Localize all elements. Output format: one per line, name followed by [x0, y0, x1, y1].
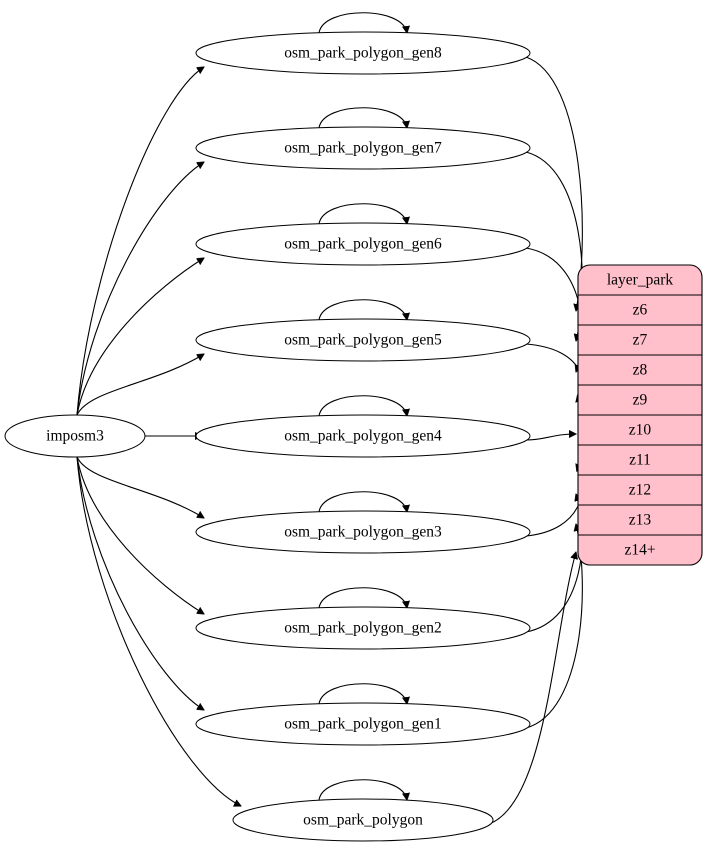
layer-park-row-z9[interactable]: z9 [633, 392, 648, 409]
layer-park-row-z12[interactable]: z12 [629, 482, 651, 499]
layer-park-row-z13[interactable]: z13 [629, 512, 652, 529]
edge-osm_park_polygon_gen2-to-z12 [525, 494, 583, 633]
node-osm_park_polygon-shape[interactable] [232, 798, 494, 842]
edge-osm_park_polygon_gen1-to-z13 [525, 524, 583, 729]
node-osm_park_polygon_gen1[interactable]: osm_park_polygon_gen1 [195, 702, 531, 746]
layer-park-table: layer_park z6 z7 z8 z9 z10 z11 z12 z13 z14+ [577, 264, 703, 566]
self-loop-osm_park_polygon [318, 779, 407, 800]
node-osm_park_polygon_gen2-shape[interactable] [195, 606, 531, 650]
edge-imposm3-to-osm_park_polygon_gen6 [76, 258, 204, 416]
node-osm_park_polygon_gen5-label: osm_park_polygon_gen5 [284, 332, 442, 349]
self-loop-osm_park_polygon_gen4 [318, 395, 407, 416]
node-osm_park_polygon_gen6-label: osm_park_polygon_gen6 [284, 236, 442, 253]
edge-osm_park_polygon_gen4-to-z10 [525, 434, 576, 441]
self-loop-osm_park_polygon_gen5 [318, 299, 407, 320]
node-osm_park_polygon_gen1-shape[interactable] [195, 702, 531, 746]
node-osm_park_polygon_gen8-shape[interactable] [195, 31, 531, 75]
layer-park-row-label-z6: z6 [633, 302, 648, 319]
layer-park-row-label-z11: z11 [629, 452, 651, 469]
node-osm_park_polygon-label: osm_park_polygon [303, 812, 423, 829]
node-osm_park_polygon_gen6[interactable]: osm_park_polygon_gen6 [195, 222, 531, 266]
layer-park-row-label-z13: z13 [629, 512, 652, 529]
layer-park-row-z7[interactable]: z7 [633, 332, 648, 349]
node-osm_park_polygon_gen7-shape[interactable] [195, 126, 531, 170]
node-osm_park_polygon_gen3-label: osm_park_polygon_gen3 [284, 524, 442, 541]
self-loop-osm_park_polygon_gen8 [318, 12, 407, 33]
node-imposm3-shape[interactable] [4, 414, 146, 458]
self-loop-osm_park_polygon_gen3 [318, 491, 407, 512]
edge-imposm3-to-osm_park_polygon [76, 456, 241, 806]
edge-imposm3-to-osm_park_polygon_gen8 [76, 67, 204, 416]
node-osm_park_polygon_gen7[interactable]: osm_park_polygon_gen7 [195, 126, 531, 170]
node-osm_park_polygon_gen4-shape[interactable] [195, 414, 531, 458]
node-osm_park_polygon_gen7-label: osm_park_polygon_gen7 [284, 140, 442, 157]
node-osm_park_polygon[interactable]: osm_park_polygon [232, 798, 494, 842]
layer-park-row-z14+[interactable]: z14+ [624, 542, 655, 559]
node-osm_park_polygon_gen5-shape[interactable] [195, 318, 531, 362]
layer-park-row-label-z8: z8 [633, 362, 648, 379]
edge-osm_park_polygon_gen6-to-z8 [525, 247, 583, 372]
node-osm_park_polygon_gen2-label: osm_park_polygon_gen2 [284, 620, 442, 637]
edge-osm_park_polygon-to-z14+ [488, 552, 576, 825]
edge-osm_park_polygon_gen3-to-z11 [525, 464, 582, 537]
node-osm_park_polygon_gen4[interactable]: osm_park_polygon_gen4 [195, 414, 531, 458]
node-osm_park_polygon_gen1-label: osm_park_polygon_gen1 [284, 716, 442, 733]
layer-park-row-label-z9: z9 [633, 392, 648, 409]
edge-imposm3-to-osm_park_polygon_gen2 [76, 456, 204, 614]
layer-park-row-label-z7: z7 [633, 332, 648, 349]
node-osm_park_polygon_gen5[interactable]: osm_park_polygon_gen5 [195, 318, 531, 362]
layer-park-header-label: layer_park [607, 272, 674, 289]
nodes-layer: imposm3 osm_park_polygon_gen8 osm_park_pol… [4, 31, 531, 842]
self-loop-osm_park_polygon_gen7 [318, 107, 407, 128]
self-loop-osm_park_polygon_gen6 [318, 203, 407, 224]
node-osm_park_polygon_gen8-label: osm_park_polygon_gen8 [284, 45, 442, 62]
node-osm_park_polygon_gen8[interactable]: osm_park_polygon_gen8 [195, 31, 531, 75]
node-imposm3-label: imposm3 [46, 428, 104, 445]
node-imposm3[interactable]: imposm3 [4, 414, 146, 458]
edge-imposm3-to-osm_park_polygon_gen7 [76, 162, 204, 416]
node-osm_park_polygon_gen3[interactable]: osm_park_polygon_gen3 [195, 510, 531, 554]
self-loop-osm_park_polygon_gen2 [318, 587, 407, 608]
layer-park-row-z6[interactable]: z6 [633, 302, 648, 319]
layer-park-row-label-z12: z12 [629, 482, 651, 499]
edge-imposm3-to-osm_park_polygon_gen3 [76, 456, 204, 518]
layer-park-row-z10[interactable]: z10 [629, 422, 652, 439]
layer-park-row-z8[interactable]: z8 [633, 362, 648, 379]
edge-imposm3-to-osm_park_polygon_gen5 [76, 354, 204, 416]
layer-park-row-z11[interactable]: z11 [629, 452, 651, 469]
self-loop-osm_park_polygon_gen1 [318, 683, 407, 704]
node-osm_park_polygon_gen3-shape[interactable] [195, 510, 531, 554]
node-osm_park_polygon_gen4-label: osm_park_polygon_gen4 [284, 428, 442, 445]
layer-park-row-label-z14+: z14+ [624, 542, 655, 559]
edge-imposm3-to-osm_park_polygon_gen1 [76, 456, 204, 710]
edge-osm_park_polygon_gen7-to-z7 [525, 151, 583, 341]
edges-layer [76, 12, 583, 825]
edge-osm_park_polygon_gen5-to-z9 [525, 343, 582, 402]
layer-park-row-label-z10: z10 [629, 422, 652, 439]
node-osm_park_polygon_gen6-shape[interactable] [195, 222, 531, 266]
edge-osm_park_polygon_gen8-to-z6 [525, 56, 583, 311]
node-osm_park_polygon_gen2[interactable]: osm_park_polygon_gen2 [195, 606, 531, 650]
